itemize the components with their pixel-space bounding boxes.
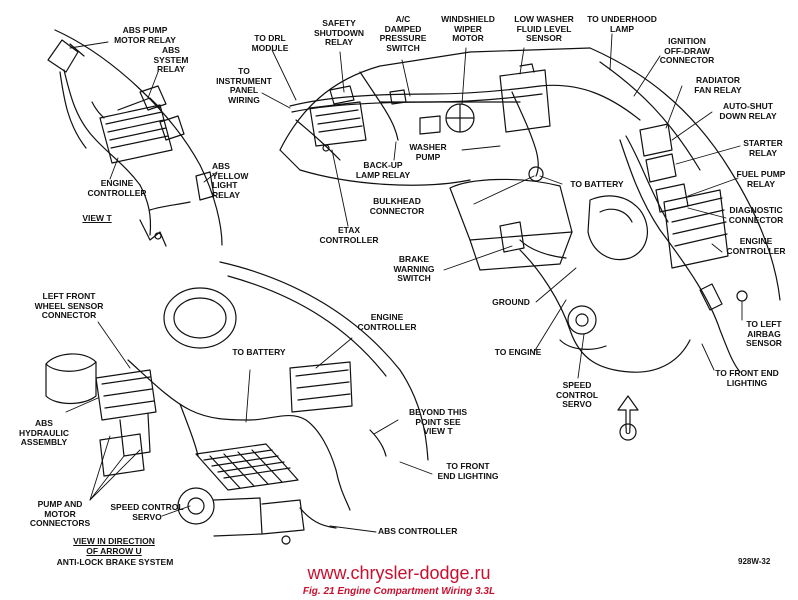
label-abs-system-relay: ABS SYSTEM RELAY: [153, 45, 189, 74]
label-starter-relay: STARTER RELAY: [743, 138, 783, 158]
label-windshield-wiper-motor: WINDSHIELD WIPER MOTOR: [441, 14, 495, 43]
label-auto-shut-down-relay: AUTO-SHUT DOWN RELAY: [719, 101, 777, 121]
watermark-url: www.chrysler-dodge.ru: [307, 563, 491, 583]
view-u-title-line1: VIEW IN DIRECTION: [73, 536, 155, 546]
label-to-left-airbag-sensor: TO LEFT AIRBAG SENSOR: [746, 319, 782, 348]
label-radiator-fan-relay: RADIATOR FAN RELAY: [694, 75, 742, 95]
label-view-u-to-front-end-lighting: TO FRONT END LIGHTING: [437, 461, 499, 481]
label-bulkhead-connector: BULKHEAD CONNECTOR: [369, 196, 425, 216]
engine-bay-illustration: [279, 47, 781, 441]
figure-caption: Fig. 21 Engine Compartment Wiring 3.3L: [302, 586, 496, 597]
label-to-instrument-panel-wiring: TO INSTRUMENT PANEL WIRING: [216, 66, 272, 105]
view-u-illustration: [45, 261, 429, 545]
label-abs-hydraulic-assembly: ABS HYDRAULIC ASSEMBLY: [18, 418, 70, 447]
label-safety-shutdown-relay: SAFETY SHUTDOWN RELAY: [313, 18, 365, 47]
label-low-washer-fluid-level-sensor: LOW WASHER FLUID LEVEL SENSOR: [514, 14, 574, 43]
view-t-title: VIEW T: [82, 213, 112, 223]
label-abs-pump-motor-relay: ABS PUMP MOTOR RELAY: [114, 25, 176, 45]
label-abs-yellow-light-relay: ABS YELLOW LIGHT RELAY: [212, 161, 249, 200]
label-left-front-wheel-sensor-connector: LEFT FRONT WHEEL SENSOR CONNECTOR: [34, 291, 104, 320]
label-washer-pump: WASHER PUMP: [409, 142, 447, 162]
label-brake-warning-switch: BRAKE WARNING SWITCH: [393, 254, 435, 283]
label-to-drl-module: TO DRL MODULE: [251, 33, 289, 53]
label-to-front-end-lighting: TO FRONT END LIGHTING: [715, 368, 779, 388]
label-speed-control-servo: SPEED CONTROL SERVO: [555, 380, 599, 409]
label-back-up-lamp-relay: BACK-UP LAMP RELAY: [355, 160, 411, 180]
arrow-u-letter: U: [625, 427, 631, 436]
label-view-u-to-battery: TO BATTERY: [232, 347, 286, 357]
view-t-illustration: [47, 29, 223, 247]
label-pump-and-motor-connectors: PUMP AND MOTOR CONNECTORS: [29, 499, 91, 528]
figure-code: 928W-32: [738, 557, 771, 566]
label-beyond-this-point-see-view-t: BEYOND THIS POINT SEE VIEW T: [408, 407, 468, 436]
label-to-engine: TO ENGINE: [494, 347, 542, 357]
label-view-u-speed-control-servo: SPEED CONTROL SERVO: [110, 502, 184, 522]
label-diagnostic-connector: DIAGNOSTIC CONNECTOR: [728, 205, 784, 225]
label-to-underhood-lamp: TO UNDERHOOD LAMP: [587, 14, 657, 34]
label-main-to-battery: TO BATTERY: [570, 179, 624, 189]
view-u-title-line2: OF ARROW U: [86, 546, 142, 556]
label-abs-controller: ABS CONTROLLER: [378, 526, 458, 536]
label-ac-damped-pressure-switch: A/C DAMPED PRESSURE SWITCH: [379, 14, 427, 53]
label-view-u-engine-controller: ENGINE CONTROLLER: [357, 312, 417, 332]
view-u-subtitle: ANTI-LOCK BRAKE SYSTEM: [56, 557, 174, 567]
label-ground: GROUND: [492, 297, 530, 307]
label-engine-controller: ENGINE CONTROLLER: [726, 236, 786, 256]
label-etax-controller: ETAX CONTROLLER: [319, 225, 379, 245]
label-fuel-pump-relay: FUEL PUMP RELAY: [736, 169, 786, 189]
label-ignition-off-draw-connector: IGNITION OFF-DRAW CONNECTOR: [659, 36, 715, 65]
label-view-t-engine-controller: ENGINE CONTROLLER: [87, 178, 147, 198]
